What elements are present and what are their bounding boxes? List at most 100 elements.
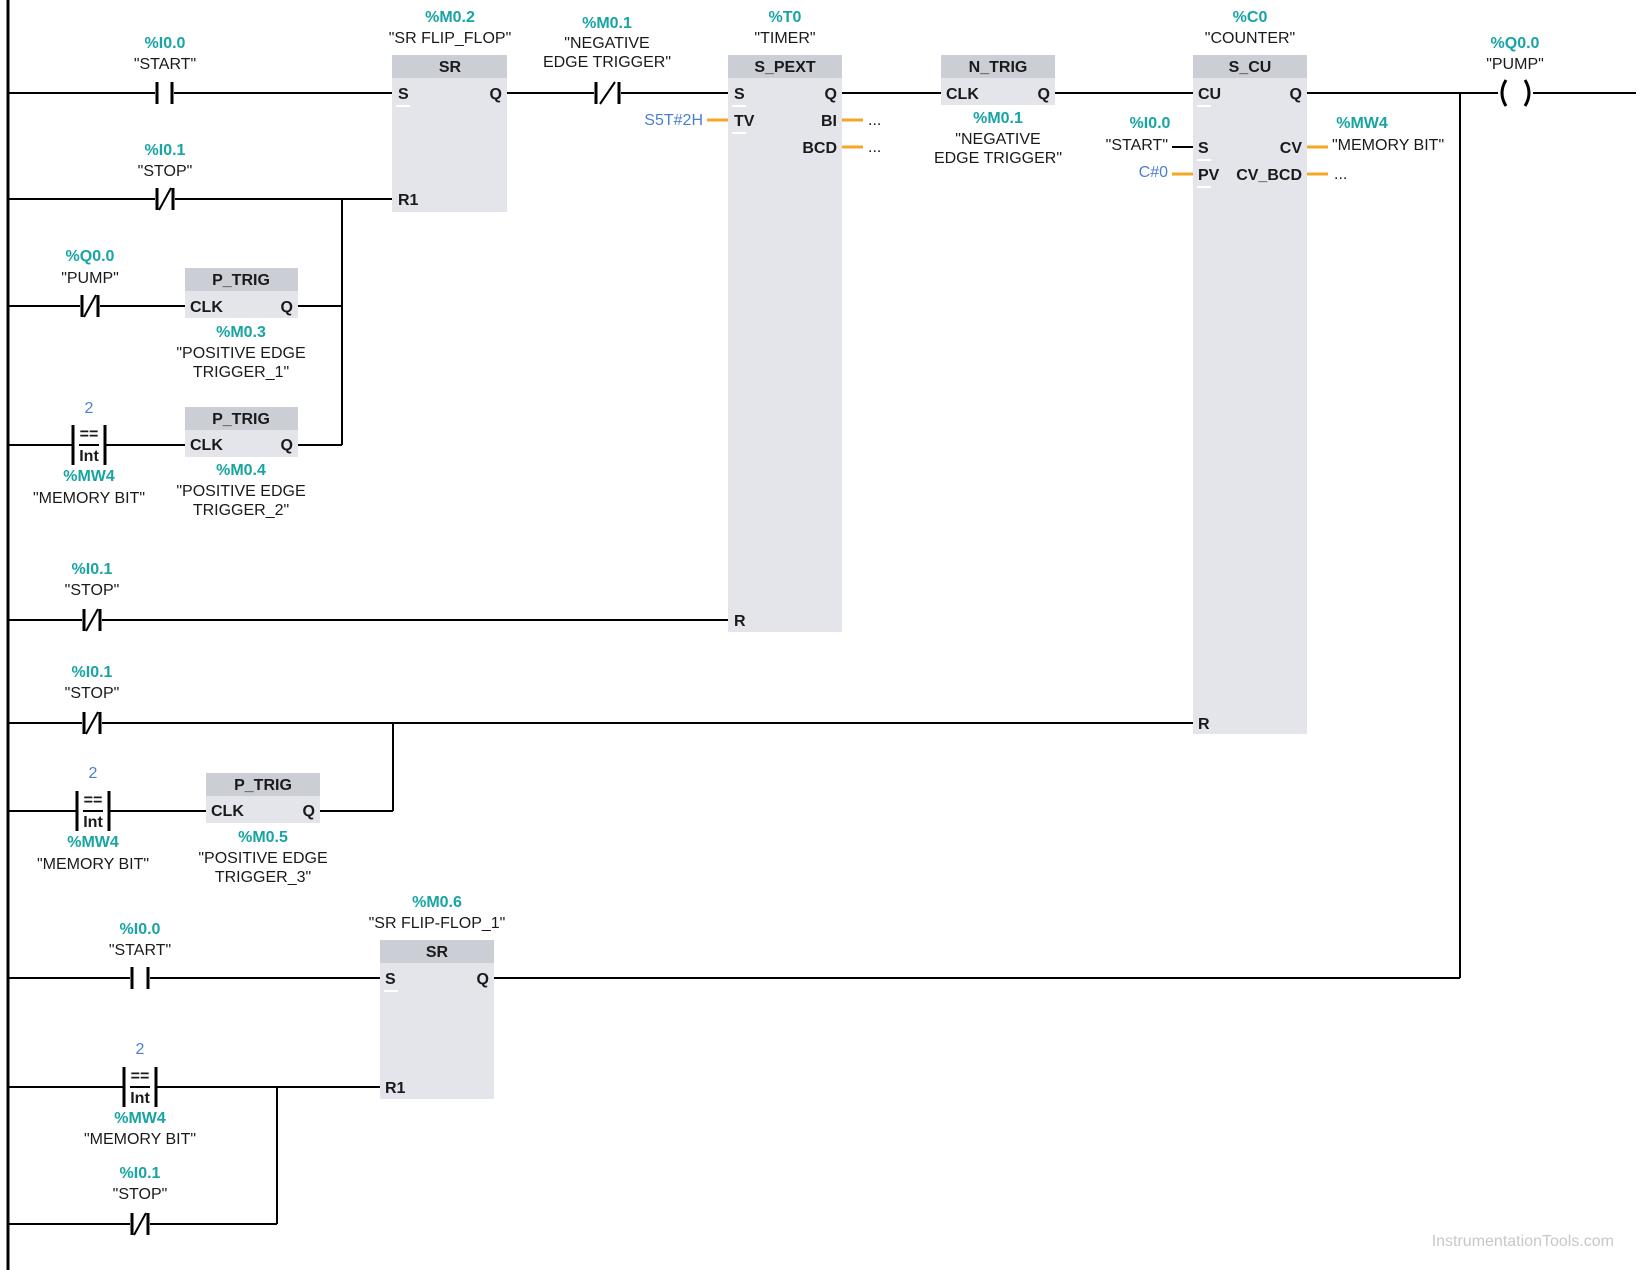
block-address: %M0.1 [973,110,1023,127]
compare-address: %MW4 [114,1110,166,1127]
wires [8,92,1636,1225]
compare-address: %MW4 [63,468,115,485]
contact-start-2[interactable]: %I0.0 "START" [109,921,171,989]
compare-symbol: "MEMORY BIT" [33,490,145,507]
pin-r: R [734,613,746,630]
s-address: %I0.0 [1130,115,1171,132]
pv-value: C#0 [1139,164,1168,181]
s-symbol: "START" [1106,137,1168,154]
pin-s: S [398,86,409,103]
watermark: InstrumentationTools.com [1432,1233,1614,1250]
coil-address: %Q0.0 [1491,35,1540,52]
block-title: P_TRIG [212,411,270,428]
contact-symbol: "STOP" [113,1186,168,1203]
block-address: %M0.5 [238,829,288,846]
contact-stop-4[interactable]: %I0.1 "STOP" [113,1165,168,1236]
contact-negative-edge[interactable]: %M0.1 "NEGATIVE EDGE TRIGGER" [543,15,671,105]
sr-flip-flop-block-2[interactable]: %M0.6 "SR FLIP-FLOP_1" SR S Q R1 [369,894,506,1099]
block-symbol-line1: "NEGATIVE [955,131,1040,148]
pin-s: S [385,971,396,988]
pin-q: Q [1290,86,1302,103]
block-symbol-line2: TRIGGER_3" [215,869,311,886]
block-symbol: "COUNTER" [1205,30,1295,47]
pin-q: Q [477,971,489,988]
block-address: %M0.2 [425,9,475,26]
contact-symbol: "STOP" [138,163,193,180]
contact-address: %I0.0 [120,921,161,938]
block-symbol-line1: "POSITIVE EDGE [198,850,327,867]
block-symbol: "SR FLIP_FLOP" [389,30,512,47]
p-trig-block-1[interactable]: P_TRIG CLK Q %M0.3 "POSITIVE EDGE TRIGGE… [176,268,306,381]
block-symbol-line1: "POSITIVE EDGE [176,345,305,362]
pin-q: Q [490,86,502,103]
bi-output: ... [868,112,881,129]
contact-address: %I0.1 [72,561,113,578]
pin-cv: CV [1280,140,1303,157]
pin-tv: TV [734,113,755,130]
block-symbol-line2: TRIGGER_2" [193,502,289,519]
coil-symbol: "PUMP" [1486,56,1544,73]
compare-value: 2 [85,400,94,417]
block-symbol: "SR FLIP-FLOP_1" [369,915,506,932]
compare-contact-3[interactable]: 2 == Int %MW4 "MEMORY BIT" [84,1041,196,1148]
contact-symbol: "PUMP" [61,270,119,287]
compare-operator: == [131,1068,150,1085]
compare-value: 2 [136,1041,145,1058]
sr-flip-flop-block[interactable]: %M0.2 "SR FLIP_FLOP" SR S Q R1 [389,9,512,212]
contact-start-1[interactable]: %I0.0 "START" [134,35,196,104]
contact-address: %I0.1 [120,1165,161,1182]
contact-pump-nc[interactable]: %Q0.0 "PUMP" [61,248,119,318]
contact-symbol-line1: "NEGATIVE [564,35,649,52]
pin-pv: PV [1198,167,1220,184]
contact-address: %M0.1 [582,15,632,32]
pin-s: S [1198,140,1209,157]
pin-bcd: BCD [802,140,837,157]
timer-block[interactable]: %T0 "TIMER" S_PEXT S Q TV BI BCD R S5T#2… [644,9,881,632]
pin-q: Q [303,803,315,820]
n-trig-block[interactable]: N_TRIG CLK Q %M0.1 "NEGATIVE EDGE TRIGGE… [934,55,1062,167]
compare-contact-2[interactable]: 2 == Int %MW4 "MEMORY BIT" [37,765,149,873]
p-trig-block-3[interactable]: P_TRIG CLK Q %M0.5 "POSITIVE EDGE TRIGGE… [198,773,328,886]
compare-type: Int [130,1090,150,1107]
block-title: SR [439,59,462,76]
contact-stop-2[interactable]: %I0.1 "STOP" [65,561,120,632]
contact-address: %I0.1 [72,664,113,681]
block-symbol-line2: TRIGGER_1" [193,364,289,381]
block-address: %T0 [769,9,802,26]
cv-symbol: "MEMORY BIT" [1332,137,1444,154]
pin-r: R [1198,716,1210,733]
block-symbol-line2: EDGE TRIGGER" [934,150,1062,167]
compare-contact-1[interactable]: 2 == Int %MW4 "MEMORY BIT" [33,400,145,507]
contact-stop-3[interactable]: %I0.1 "STOP" [65,664,120,735]
pin-clk: CLK [190,437,223,454]
pin-q: Q [1038,86,1050,103]
pin-q: Q [825,86,837,103]
compare-operator: == [80,426,99,443]
block-title: SR [426,944,449,961]
contact-symbol: "STOP" [65,582,120,599]
contact-stop-1[interactable]: %I0.1 "STOP" [138,142,193,211]
pin-cv-bcd: CV_BCD [1236,167,1302,184]
pin-clk: CLK [946,86,979,103]
pin-clk: CLK [211,803,244,820]
block-address: %M0.3 [216,324,266,341]
contact-symbol: "STOP" [65,685,120,702]
cv-address: %MW4 [1336,115,1388,132]
pin-q: Q [281,437,293,454]
coil-pump[interactable]: %Q0.0 "PUMP" [1486,35,1544,107]
block-symbol: "TIMER" [754,30,815,47]
block-title: P_TRIG [212,272,270,289]
p-trig-block-2[interactable]: P_TRIG CLK Q %M0.4 "POSITIVE EDGE TRIGGE… [176,407,306,519]
block-title: P_TRIG [234,777,292,794]
tv-value: S5T#2H [644,112,703,129]
block-title: N_TRIG [969,59,1028,76]
pin-r1: R1 [385,1080,406,1097]
contact-symbol: "START" [109,942,171,959]
compare-value: 2 [89,765,98,782]
compare-symbol: "MEMORY BIT" [37,856,149,873]
block-title: S_CU [1229,59,1272,76]
block-symbol-line1: "POSITIVE EDGE [176,483,305,500]
cvbcd-output: ... [1334,166,1347,183]
counter-block[interactable]: %C0 "COUNTER" S_CU CU Q S CV PV CV_BCD R… [1106,9,1444,734]
